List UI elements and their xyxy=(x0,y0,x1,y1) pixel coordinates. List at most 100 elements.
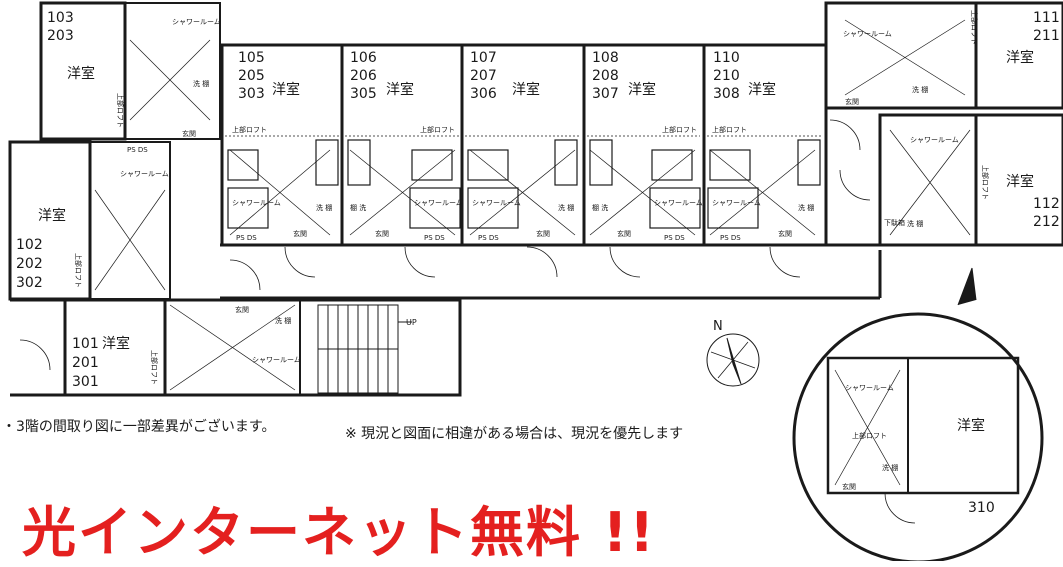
unit-105-room: 洋室 xyxy=(272,81,300,98)
unit-310-num: 310 xyxy=(968,500,995,516)
unit-107-room: 洋室 xyxy=(512,81,540,98)
unit-105-num-3: 303 xyxy=(238,86,265,102)
unit-110-num-2: 210 xyxy=(713,68,740,84)
unit-103-num-1: 103 xyxy=(47,10,74,26)
compass-north-label: N xyxy=(713,319,723,334)
loft-label-310: 上部ロフト xyxy=(852,431,887,440)
unit-110-room: 洋室 xyxy=(748,81,776,98)
shower-label-110: シャワールーム xyxy=(712,199,761,207)
washer-label-105: 洗 棚 xyxy=(316,203,332,212)
unit-111-room: 洋室 xyxy=(1006,49,1034,66)
washer-label-103: 洗 棚 xyxy=(193,79,209,88)
entrance-label-110: 玄関 xyxy=(778,229,792,238)
unit-101-num-3: 301 xyxy=(72,374,99,390)
unit-102-room: 洋室 xyxy=(38,207,66,224)
shoe-label-112: 下駄箱 xyxy=(884,218,905,227)
unit-107-num-1: 107 xyxy=(470,50,497,66)
entrance-label-310: 玄関 xyxy=(842,482,856,491)
washer-label-112: 洗 棚 xyxy=(907,219,923,228)
loft-label-105: 上部ロフト xyxy=(232,125,267,134)
shower-label-101: シャワールーム xyxy=(252,356,301,364)
entrance-label-107: 玄関 xyxy=(536,229,550,238)
shelf-wash-label-106: 棚 洗 xyxy=(350,203,366,212)
shower-label-103: シャワールーム xyxy=(172,18,221,26)
unit-106-num-3: 305 xyxy=(350,86,377,102)
unit-103-wet-area xyxy=(124,2,221,140)
ps-ds-label-3: PS DS xyxy=(478,234,499,242)
washer-label-101: 洗 棚 xyxy=(275,316,291,325)
unit-111-room xyxy=(974,1,1063,110)
shelf-wash-label-108: 棚 洗 xyxy=(592,203,608,212)
unit-108-num-2: 208 xyxy=(592,68,619,84)
ps-ds-label-5: PS DS xyxy=(720,234,741,242)
entrance-label-103: 玄関 xyxy=(182,129,196,138)
entrance-label-108: 玄関 xyxy=(617,229,631,238)
unit-101-num-1: 101 xyxy=(72,336,99,352)
unit-107-num-3: 306 xyxy=(470,86,497,102)
unit-105-num-1: 105 xyxy=(238,50,265,66)
unit-110-num-3: 308 xyxy=(713,86,740,102)
unit-108-room: 洋室 xyxy=(628,81,656,98)
unit-102-num-1: 102 xyxy=(16,237,43,253)
unit-102-num-3: 302 xyxy=(16,275,43,291)
entrance-label-105: 玄関 xyxy=(293,229,307,238)
ps-ds-label-4: PS DS xyxy=(664,234,685,242)
unit-310-inset xyxy=(792,312,1044,561)
loft-label-111-vertical: 上部ロフト xyxy=(970,10,979,45)
unit-101-num-2: 201 xyxy=(72,355,99,371)
entrance-label-106: 玄関 xyxy=(375,229,389,238)
loft-label-101-vertical: 上部ロフト xyxy=(150,350,159,385)
loft-label-103-vertical: 上部ロフト xyxy=(116,93,125,128)
stairs xyxy=(317,304,412,394)
unit-112-room xyxy=(974,113,1063,247)
unit-111-num-1: 111 xyxy=(1033,10,1060,26)
shower-label-102: シャワールーム xyxy=(120,170,169,178)
unit-108-num-1: 108 xyxy=(592,50,619,66)
washer-label-110: 洗 棚 xyxy=(798,203,814,212)
loft-label-106: 上部ロフト xyxy=(420,125,455,134)
shower-label-105: シャワールーム xyxy=(232,199,281,207)
shower-label-107: シャワールーム xyxy=(472,199,521,207)
unit-108-num-3: 307 xyxy=(592,86,619,102)
unit-310-room: 洋室 xyxy=(957,417,985,434)
unit-101-wet-area xyxy=(164,299,301,396)
unit-111-wet-area xyxy=(824,1,978,110)
shower-label-112: シャワールーム xyxy=(910,136,959,144)
unit-106-num-2: 206 xyxy=(350,68,377,84)
loft-label-110: 上部ロフト xyxy=(712,125,747,134)
unit-106-room: 洋室 xyxy=(386,81,414,98)
shower-label-111: シャワールーム xyxy=(843,30,892,38)
note-priority: ※ 現況と図面に相違がある場合は、現況を優先します xyxy=(345,426,684,442)
unit-112-num-1: 112 xyxy=(1033,196,1060,212)
unit-102-wet-area xyxy=(89,141,171,300)
unit-110-num-1: 110 xyxy=(713,50,740,66)
unit-101-room: 洋室 xyxy=(102,335,130,352)
unit-112-room: 洋室 xyxy=(1006,173,1034,190)
loft-label-102-vertical: 上部ロフト xyxy=(74,253,83,288)
ps-ds-label-2: PS DS xyxy=(424,234,445,242)
unit-112-num-2: 212 xyxy=(1033,214,1060,230)
callout-pointer xyxy=(957,267,977,306)
unit-102-num-2: 202 xyxy=(16,256,43,272)
loft-label-108: 上部ロフト xyxy=(662,125,697,134)
washer-label-310: 洗 棚 xyxy=(882,463,898,472)
shower-label-310: シャワールーム xyxy=(845,384,894,392)
shower-label-106: シャワールーム xyxy=(414,199,463,207)
unit-103-room: 洋室 xyxy=(67,65,95,82)
washer-label-111: 洗 棚 xyxy=(912,85,928,94)
ps-ds-label-1: PS DS xyxy=(236,234,257,242)
unit-105-num-2: 205 xyxy=(238,68,265,84)
shower-label-108: シャワールーム xyxy=(654,199,703,207)
entrance-label-111: 玄関 xyxy=(845,97,859,106)
promo-headline: 光インターネット無料 !! xyxy=(22,501,657,564)
unit-103-num-2: 203 xyxy=(47,28,74,44)
stairs-up-label: UP xyxy=(406,318,417,327)
unit-106-num-1: 106 xyxy=(350,50,377,66)
compass-icon xyxy=(706,333,760,387)
entrance-label-101: 玄関 xyxy=(235,305,249,314)
unit-111-num-2: 211 xyxy=(1033,28,1060,44)
ps-ds-label-6: PS DS xyxy=(127,146,148,154)
unit-110-outline xyxy=(702,43,828,247)
loft-label-112-vertical: 上部ロフト xyxy=(981,165,990,200)
